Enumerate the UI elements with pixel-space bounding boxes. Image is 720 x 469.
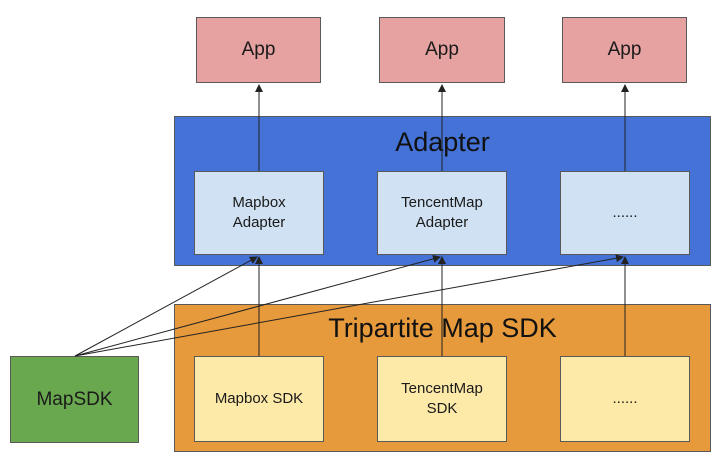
arrow-mapsdk-to-adapter-3 bbox=[74, 254, 624, 357]
arrow-mapsdk-to-adapter-1 bbox=[74, 256, 258, 357]
tencentmap-adapter-box: TencentMap Adapter bbox=[377, 171, 507, 255]
other-adapter-box: ...... bbox=[560, 171, 690, 255]
app-box-2: App bbox=[379, 17, 505, 83]
mapbox-sdk-box: Mapbox SDK bbox=[194, 356, 324, 442]
tencentmap-sdk-box: TencentMap SDK bbox=[377, 356, 507, 442]
other-sdk-box: ...... bbox=[560, 356, 690, 442]
arrow-mapsdk-to-adapter-2 bbox=[74, 254, 441, 357]
mapsdk-box: MapSDK bbox=[10, 356, 139, 443]
app-box-3: App bbox=[562, 17, 687, 83]
app-box-1: App bbox=[196, 17, 321, 83]
mapbox-adapter-box: Mapbox Adapter bbox=[194, 171, 324, 255]
